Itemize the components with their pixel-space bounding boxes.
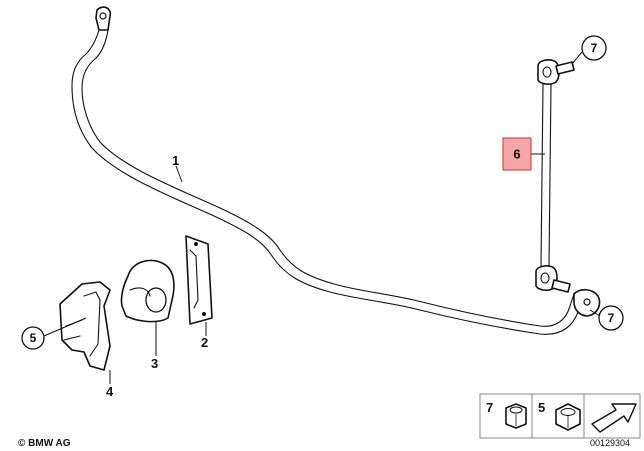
callout-4[interactable]: 4 — [106, 384, 114, 399]
callout-5-text: 5 — [30, 331, 37, 345]
nut-icon[interactable] — [505, 403, 527, 429]
callout-3[interactable]: 3 — [151, 356, 158, 371]
nut-icon[interactable] — [555, 403, 581, 431]
stabilizer-bar[interactable] — [71, 6, 601, 335]
arrow-icon[interactable] — [591, 403, 637, 433]
highlight-box — [502, 137, 532, 171]
rubber-bushing[interactable] — [120, 259, 175, 323]
callout-6-highlighted[interactable]: 6 — [502, 137, 532, 171]
callout-7-end-text: 7 — [608, 311, 615, 325]
callout-7-end[interactable]: 7 — [598, 305, 624, 331]
leader-line-7-top — [571, 51, 583, 65]
legend-7-label: 7 — [486, 400, 493, 415]
leader-line-7-end — [589, 309, 601, 317]
callout-2[interactable]: 2 — [201, 335, 208, 350]
callout-1[interactable]: 1 — [172, 153, 179, 168]
callout-7-top-text: 7 — [591, 41, 598, 55]
copyright-text: © BMW AG — [18, 438, 71, 449]
leader-line-1 — [175, 165, 183, 183]
diagram-number: 00129304 — [590, 438, 630, 448]
callout-6-text: 6 — [513, 147, 520, 162]
legend-5-label: 5 — [538, 400, 545, 415]
callout-5[interactable]: 5 — [21, 326, 45, 350]
leader-line-5 — [43, 317, 87, 337]
bracket-plate[interactable] — [185, 235, 213, 325]
stabilizer-link[interactable] — [535, 59, 575, 293]
callout-7-top[interactable]: 7 — [581, 35, 607, 61]
hardware-legend: 7 5 00129304 — [479, 393, 641, 448]
